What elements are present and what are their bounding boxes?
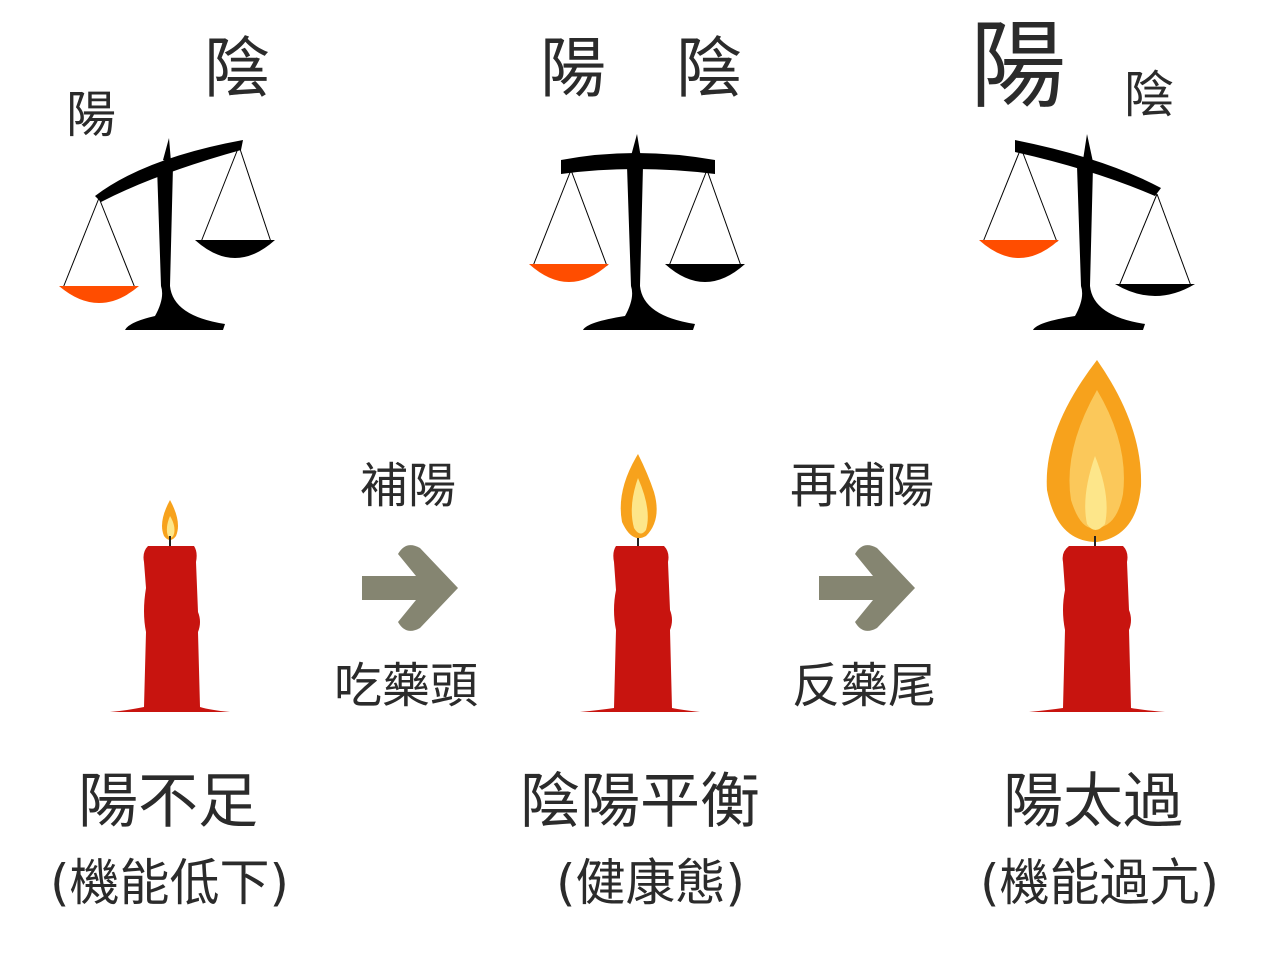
state-2-title: 陰陽平衡 — [520, 767, 760, 837]
yang-pan — [529, 264, 609, 282]
candle-icon-large-flame — [1029, 360, 1165, 712]
state-2-subtitle: (健康態) — [556, 854, 746, 912]
yang-label-scale-1: 陽 — [66, 86, 116, 144]
yin-pan — [665, 264, 745, 282]
yin-label-scale-2: 陰 — [676, 30, 742, 107]
candle-icon-medium-flame — [580, 454, 700, 712]
balance-scale-icon-1 — [59, 138, 275, 330]
candle-icon-small-flame — [110, 500, 230, 712]
yin-pan — [1115, 284, 1195, 296]
transition-1-bottom-label: 吃藥頭 — [334, 658, 479, 714]
yang-pan — [59, 286, 139, 303]
balance-scale-icon-2 — [529, 134, 745, 330]
transition-1-top-label: 補陽 — [360, 458, 457, 514]
yin-pan — [195, 240, 275, 258]
arrow-right-icon — [362, 545, 458, 631]
yin-label-scale-3: 陰 — [1124, 66, 1174, 124]
transition-2-top-label: 再補陽 — [790, 458, 935, 514]
yang-label-scale-3: 陽 — [970, 10, 1066, 122]
yang-pan — [979, 240, 1059, 258]
arrow-right-icon — [819, 545, 915, 631]
yang-label-scale-2: 陽 — [540, 30, 606, 107]
state-3-subtitle: (機能過亢) — [980, 854, 1220, 912]
state-3-title: 陽太過 — [1003, 767, 1183, 837]
transition-2-bottom-label: 反藥尾 — [792, 658, 937, 714]
state-1-title: 陽不足 — [78, 767, 258, 837]
state-1-subtitle: (機能低下) — [50, 854, 290, 912]
yin-label-scale-1: 陰 — [204, 30, 270, 107]
balance-scale-icon-3 — [979, 134, 1195, 330]
